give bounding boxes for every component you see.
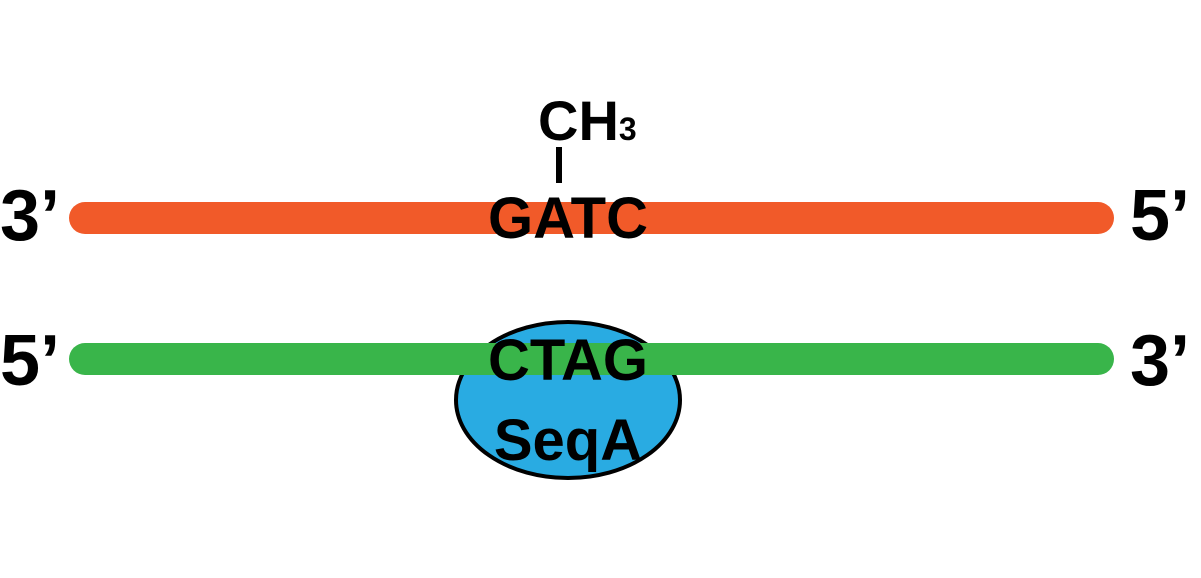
bottom-strand-sequence-label: CTAG <box>488 328 648 393</box>
top-strand-right-end-label: 5’ <box>1130 176 1190 256</box>
methyl-main-text: CH <box>538 89 619 152</box>
top-strand-left-end-label: 3’ <box>0 176 60 256</box>
top-strand-sequence-label: GATC <box>488 186 648 251</box>
methyl-group-label: CH3 <box>538 89 637 152</box>
bottom-strand-right-end-label: 3’ <box>1130 321 1190 401</box>
methyl-subscript-text: 3 <box>619 111 637 147</box>
seqa-protein-label: SeqA <box>494 408 642 473</box>
bottom-strand-left-end-label: 5’ <box>0 321 60 401</box>
